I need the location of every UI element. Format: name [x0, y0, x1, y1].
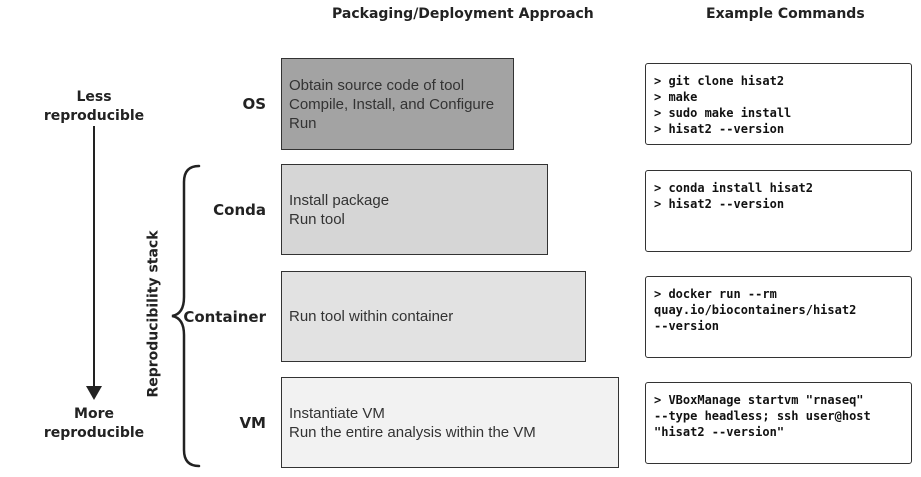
- level-label-conda: Conda: [213, 201, 266, 219]
- more-reproducible-label: More reproducible: [43, 406, 145, 441]
- vm-commands-box: > VBoxManage startvm "rnaseq" --type hea…: [645, 382, 912, 464]
- command-line: > hisat2 --version: [654, 197, 785, 211]
- command-line: > VBoxManage startvm "rnaseq": [654, 393, 864, 407]
- less-reproducible-label: Less reproducible: [43, 89, 145, 124]
- level-label-os: OS: [242, 95, 266, 113]
- command-line: quay.io/biocontainers/hisat2: [654, 303, 857, 317]
- step-text: Compile, Install, and Configure: [289, 95, 495, 113]
- commands-column-header: Example Commands: [706, 6, 865, 22]
- os-commands-box: > git clone hisat2 > make > sudo make in…: [645, 63, 912, 145]
- command-line: > git clone hisat2: [654, 74, 785, 88]
- os-steps-box: Obtain source code of tool Compile, Inst…: [281, 58, 514, 150]
- step-text: Run tool: [289, 210, 345, 228]
- reproducibility-arrow: [86, 126, 102, 400]
- command-line: > conda install hisat2: [654, 181, 813, 195]
- command-line: > make: [654, 90, 698, 104]
- step-text: Instantiate VM: [289, 404, 385, 422]
- stack-brace: [171, 164, 201, 468]
- command-line: --version: [654, 319, 720, 333]
- level-label-vm: VM: [239, 414, 266, 432]
- conda-commands-box: > conda install hisat2 > hisat2 --versio…: [645, 170, 912, 252]
- approach-column-header: Packaging/Deployment Approach: [332, 6, 594, 22]
- container-commands-box: > docker run --rm quay.io/biocontainers/…: [645, 276, 912, 358]
- container-steps-box: Run tool within container: [281, 271, 586, 362]
- command-line: "hisat2 --version": [654, 425, 785, 439]
- step-text: Run: [289, 114, 317, 132]
- command-line: --type headless; ssh user@host: [654, 409, 871, 423]
- command-line: > sudo make install: [654, 106, 792, 120]
- step-text: Run tool within container: [289, 308, 454, 325]
- vm-steps-box: Instantiate VM Run the entire analysis w…: [281, 377, 619, 468]
- command-line: > hisat2 --version: [654, 122, 785, 136]
- level-label-container: Container: [183, 308, 266, 326]
- step-text: Install package: [289, 191, 390, 209]
- conda-steps-box: Install package Run tool: [281, 164, 548, 255]
- step-text: Obtain source code of tool: [289, 76, 465, 94]
- step-text: Run the entire analysis within the VM: [289, 423, 536, 441]
- command-line: > docker run --rm: [654, 287, 777, 301]
